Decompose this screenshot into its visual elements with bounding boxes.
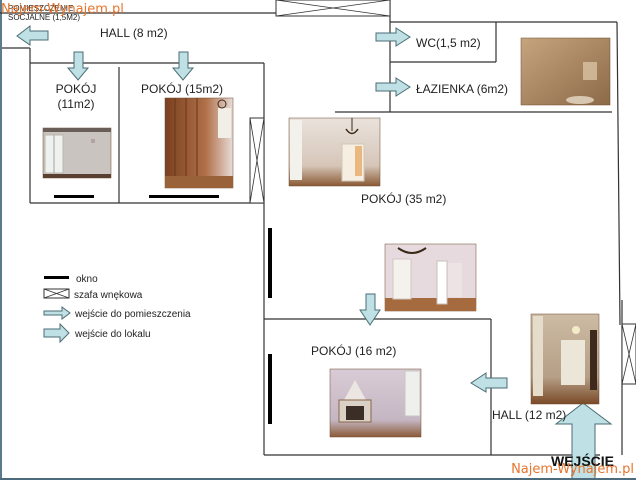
label-room11-line2: (11m2) [57, 97, 94, 111]
arrow-wc-icon [375, 27, 411, 47]
photo-room-11 [42, 127, 112, 179]
label-social-room-line1: POMIESZCZENIE [8, 4, 73, 13]
legend: okno szafa wnękowa wejście do pomieszcze… [43, 274, 191, 344]
photo-room-35-b [384, 243, 477, 312]
legend-label-wardrobe: szafa wnękowa [74, 290, 143, 301]
arrow-hall-to-room16-icon [470, 372, 508, 393]
wall-right-outer [616, 21, 621, 326]
arrow-entrance-icon [554, 402, 613, 480]
window-line-icon [44, 276, 69, 279]
label-social-room-line2: SOCJALNE (1,5M2) [8, 13, 80, 22]
window-room11 [54, 195, 94, 198]
arrow-room11-icon [66, 51, 90, 81]
label-entrance: WEJŚCIE [551, 452, 614, 469]
window-room16 [268, 354, 272, 424]
wardrobe-top [275, 0, 391, 17]
label-hall-top: HALL (8 m2) [100, 26, 168, 40]
label-wc: WC(1,5 m2) [416, 36, 481, 50]
label-room35: POKÓJ (35 m2) [361, 191, 446, 206]
page-left-border [0, 0, 2, 480]
arrow-bathroom-icon [375, 77, 411, 97]
arrow-social-room-icon [16, 24, 49, 46]
legend-label-room-entrance: wejście do pomieszczenia [74, 309, 191, 320]
watermark-bottom-right: Najem-Wynajem.pl [511, 462, 634, 477]
wardrobe-hall [621, 323, 636, 385]
room-entrance-arrow-icon [43, 306, 71, 320]
photo-room-16 [329, 368, 422, 438]
wardrobe-icon [43, 288, 70, 299]
photo-bathroom [520, 37, 611, 106]
photo-hall-12 [530, 313, 600, 405]
window-room35 [268, 228, 272, 298]
label-hall-bottom: HALL (12 m2) [492, 408, 566, 422]
photo-room-35-a [288, 117, 381, 187]
label-room16: POKÓJ (16 m2) [311, 343, 396, 358]
page-bottom-border [0, 478, 636, 480]
apartment-entrance-arrow-icon [43, 322, 70, 344]
arrow-room15-icon [171, 51, 195, 81]
legend-label-window: okno [76, 274, 98, 285]
label-bathroom: ŁAZIENKA (6m2) [416, 82, 508, 96]
wardrobe-room15 [249, 117, 265, 204]
photo-room-15 [164, 97, 234, 189]
legend-label-apartment-entrance: wejście do lokalu [74, 329, 151, 340]
watermark-top-left: Najem-Wynajem.pl [1, 2, 124, 17]
label-room11-line1: POKÓJ [56, 81, 97, 96]
label-room15: POKÓJ (15m2) [141, 81, 223, 96]
arrow-room16-icon [359, 293, 381, 326]
window-room15 [149, 195, 219, 198]
